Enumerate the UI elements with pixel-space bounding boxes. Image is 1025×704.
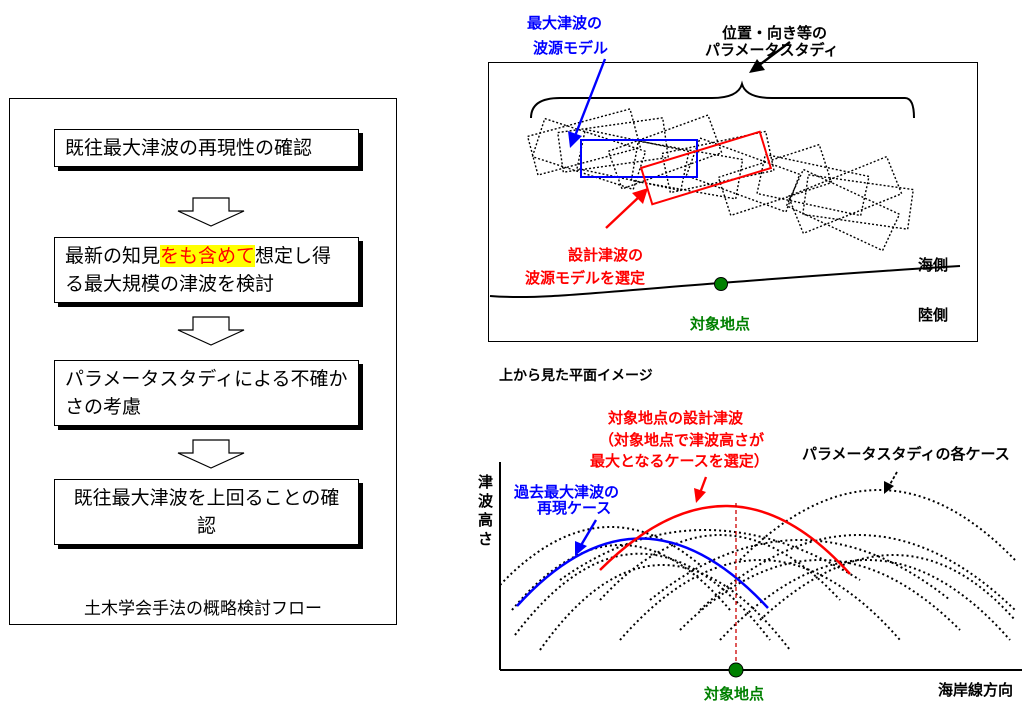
param-study-curves — [499, 489, 1016, 651]
flow-panel: 既往最大津波の再現性の確認 最新の知見をも含めて想定し得る最大規模の津波を検討 … — [9, 98, 397, 625]
land-side-label: 陸側 — [918, 306, 949, 324]
max-source-label-2: 波源モデル — [533, 39, 609, 57]
flow-step-4-text: 既往最大津波を上回ることの確認 — [73, 487, 340, 537]
flow-step-2-highlight: をも含めて — [160, 245, 256, 267]
design-source-label-2: 波源モデルを選定 — [525, 269, 646, 287]
arrow-head-icon — [632, 188, 648, 204]
plan-target-point-label: 対象地点 — [690, 315, 751, 333]
flow-step-1: 既往最大津波の再現性の確認 — [54, 129, 359, 167]
past-max-curve — [516, 537, 769, 609]
design-source-rect — [639, 130, 773, 206]
param-study-arrow — [757, 41, 791, 67]
arrow-head-icon — [575, 541, 587, 556]
arrow-head-icon — [568, 131, 582, 148]
each-case-arrow — [888, 471, 898, 487]
max-source-label-1: 最大津波の — [527, 14, 603, 32]
past-max-arrow — [578, 519, 598, 548]
target-point-marker — [728, 662, 744, 678]
arrow-head-icon — [694, 488, 706, 503]
each-case-label: パラメータスタディの各ケース — [802, 445, 1010, 463]
plan-caption: 上から見た平面イメージ — [499, 368, 653, 384]
sea-side-label: 海側 — [918, 256, 949, 274]
max-source-arrow — [573, 58, 607, 137]
past-max-label-2: 再現ケース — [537, 499, 612, 517]
flow-step-2-text-pre: 最新の知見 — [65, 245, 161, 267]
down-arrow-icon — [177, 316, 245, 346]
design-tsunami-curve — [599, 504, 851, 575]
flow-step-4: 既往最大津波を上回ることの確認 — [54, 479, 359, 545]
x-axis-label: 海岸線方向 — [938, 681, 1014, 699]
down-arrow-icon — [177, 439, 245, 469]
flow-step-2-text-post: 想定し得る最大規模の津波を検討 — [65, 245, 332, 295]
design-tsunami-label-2: （対象地点で津波高さが — [599, 431, 765, 449]
flow-step-3: パラメータスタディによる不確かさの考慮 — [54, 360, 359, 426]
flow-step-1-text: 既往最大津波の再現性の確認 — [65, 137, 313, 159]
design-source-label-1: 設計津波の — [568, 246, 644, 264]
flow-caption: 土木学会手法の概略検討フロー — [84, 599, 322, 619]
brace — [530, 80, 915, 119]
design-tsunami-label-3: 最大となるケースを選定） — [590, 452, 769, 470]
arrow-head-icon — [749, 59, 765, 73]
down-arrow-icon — [177, 197, 245, 227]
past-max-label-1: 過去最大津波の — [514, 483, 620, 501]
design-tsunami-label-1: 対象地点の設計津波 — [608, 409, 744, 427]
flow-step-3-text: パラメータスタディによる不確かさの考慮 — [65, 368, 348, 418]
design-source-arrow — [605, 195, 641, 229]
max-source-rect — [580, 139, 698, 178]
plan-view-frame — [488, 62, 978, 342]
y-axis-label: 津波高さ — [478, 473, 494, 548]
param-study-label-1: 位置・向き等の — [722, 24, 828, 42]
target-point-marker — [714, 277, 728, 291]
flow-step-2: 最新の知見をも含めて想定し得る最大規模の津波を検討 — [54, 237, 359, 303]
graph-target-point-label: 対象地点 — [704, 685, 765, 703]
param-study-label-2: パラメータスタディ — [705, 41, 839, 59]
arrow-head-icon — [884, 481, 894, 494]
